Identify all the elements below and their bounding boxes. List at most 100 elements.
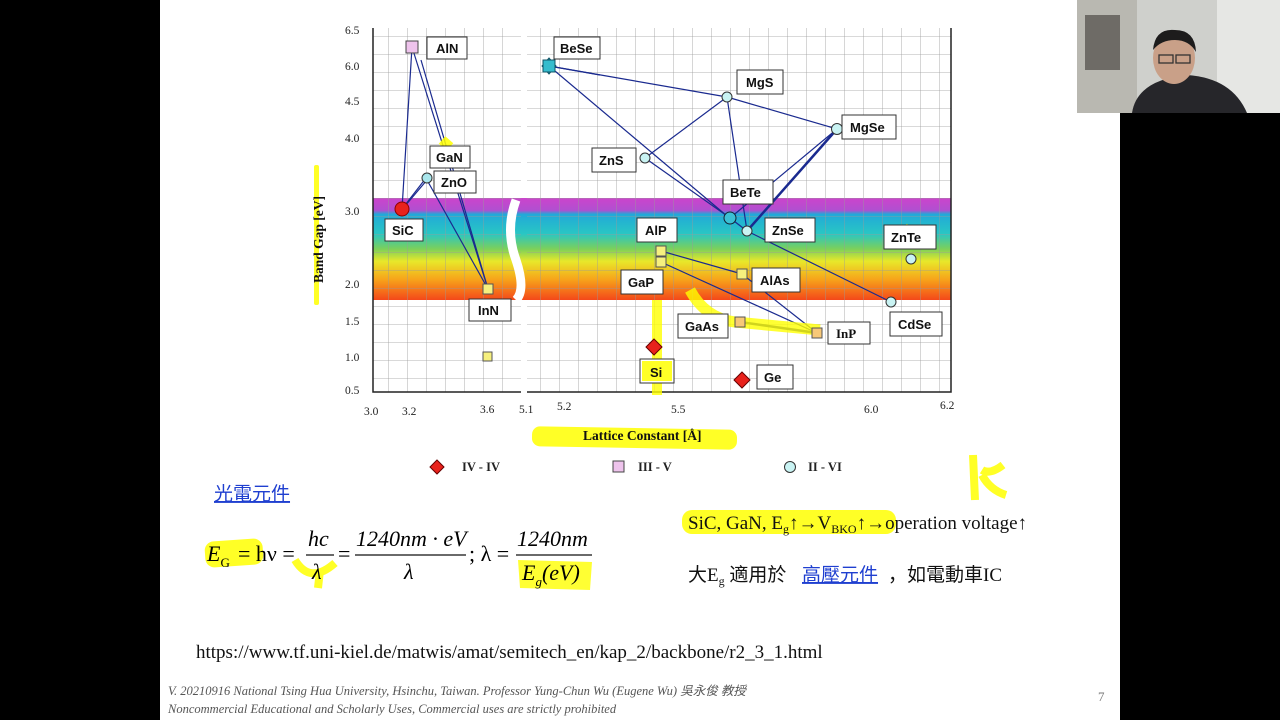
label-GaN: GaN bbox=[429, 145, 471, 169]
svg-text:，如電動車IC: ，如電動車IC bbox=[888, 564, 1002, 586]
svg-text:InP: InP bbox=[836, 326, 856, 341]
x-tick: 5.2 bbox=[557, 401, 572, 413]
formula-num2: 1240nm bbox=[517, 526, 588, 551]
x-tick: 5.1 bbox=[519, 404, 534, 416]
marker-Ge bbox=[733, 371, 751, 389]
high-voltage-link[interactable]: 高壓元件 bbox=[802, 564, 878, 586]
label-AlN: AlN bbox=[426, 36, 468, 60]
svg-text:GaP: GaP bbox=[628, 275, 654, 290]
marker-MgSe bbox=[831, 123, 843, 135]
legend-label-iv-iv: IV - IV bbox=[462, 460, 500, 474]
person-face bbox=[1153, 32, 1195, 84]
y-axis-title: Band Gap [eV] bbox=[311, 196, 326, 283]
svg-text:大Eg 適用於: 大Eg 適用於 bbox=[688, 564, 786, 588]
marker-CdSe bbox=[885, 296, 897, 308]
y-tick: 0.5 bbox=[345, 385, 360, 397]
y-tick: 6.5 bbox=[345, 25, 360, 37]
label-MgSe: MgSe bbox=[841, 114, 897, 140]
formula-den2: Eg(eV) bbox=[521, 560, 580, 589]
label-InP: InP bbox=[827, 321, 871, 345]
label-ZnS: ZnS bbox=[591, 147, 637, 173]
formula-den1: λ bbox=[403, 559, 414, 584]
formula-lambda: λ bbox=[311, 559, 322, 584]
label-GaAs: GaAs bbox=[677, 313, 729, 339]
marker-BeTe bbox=[723, 211, 737, 225]
svg-text:AlP: AlP bbox=[645, 223, 667, 238]
label-MgS: MgS bbox=[736, 69, 784, 95]
formula-num1: 1240nm · eV bbox=[356, 526, 469, 551]
label-InN: InN bbox=[468, 298, 512, 322]
label-AlAs: AlAs bbox=[751, 267, 801, 293]
x-tick: 5.5 bbox=[671, 404, 686, 416]
footer-license: Noncommercial Educational and Scholarly … bbox=[167, 702, 617, 716]
formula-eg: EG bbox=[206, 541, 230, 570]
y-tick: 4.5 bbox=[345, 96, 360, 108]
svg-text:InN: InN bbox=[478, 303, 499, 318]
label-ZnTe: ZnTe bbox=[883, 224, 937, 250]
note-high-voltage: 大Eg 適用於 高壓元件 ，如電動車IC bbox=[688, 564, 1002, 588]
svg-text:ZnTe: ZnTe bbox=[891, 230, 921, 245]
svg-text:BeTe: BeTe bbox=[730, 185, 761, 200]
legend-marker-iii-v bbox=[612, 460, 625, 473]
heading-link[interactable]: 光電元件 bbox=[214, 483, 290, 505]
svg-text:MgSe: MgSe bbox=[850, 120, 885, 135]
formula-semicolon: ; λ = bbox=[469, 541, 509, 566]
svg-text:GaAs: GaAs bbox=[685, 319, 719, 334]
person-body bbox=[1132, 75, 1247, 113]
label-GaP: GaP bbox=[620, 269, 664, 295]
legend-label-iii-v: III - V bbox=[638, 460, 672, 474]
marker-Si bbox=[645, 338, 663, 356]
label-SiC: SiC bbox=[384, 218, 424, 242]
legend-marker-iv-iv bbox=[429, 459, 445, 475]
svg-text:Ge: Ge bbox=[764, 370, 781, 385]
x-tick: 3.6 bbox=[480, 404, 495, 416]
label-CdSe: CdSe bbox=[889, 311, 943, 337]
svg-text:AlAs: AlAs bbox=[760, 273, 790, 288]
y-tick: 6.0 bbox=[345, 61, 360, 73]
slide: 6.5 6.0 4.5 4.0 3.0 2.0 1.5 1.0 0.5 3.0 … bbox=[160, 0, 1120, 720]
svg-text:ZnSe: ZnSe bbox=[772, 223, 804, 238]
svg-text:GaN: GaN bbox=[436, 150, 463, 165]
marker-InN-2 bbox=[482, 351, 493, 362]
y-tick: 1.0 bbox=[345, 352, 360, 364]
marker-AlP bbox=[655, 245, 667, 257]
axis-break bbox=[506, 198, 526, 304]
x-tick: 6.2 bbox=[940, 400, 955, 412]
svg-text:SiC: SiC bbox=[392, 223, 414, 238]
label-ZnO: ZnO bbox=[433, 170, 477, 194]
y-tick: 1.5 bbox=[345, 316, 360, 328]
webcam-video bbox=[1077, 0, 1280, 113]
svg-text:ZnO: ZnO bbox=[441, 175, 467, 190]
svg-text:BeSe: BeSe bbox=[560, 41, 593, 56]
y-tick: 4.0 bbox=[345, 133, 360, 145]
svg-text:AlN: AlN bbox=[436, 41, 458, 56]
formula-hc: hc bbox=[308, 526, 329, 551]
label-AlP: AlP bbox=[636, 217, 678, 243]
label-Si: Si bbox=[639, 358, 675, 384]
marker-SiC bbox=[394, 201, 410, 217]
marker-ZnTe bbox=[905, 253, 917, 265]
x-tick: 3.0 bbox=[364, 406, 379, 418]
note-voltage: SiC, GaN, Eg↑→VBKO↑→operation voltage↑ bbox=[682, 454, 1027, 536]
x-axis-title: Lattice Constant [Å] bbox=[583, 428, 701, 443]
marker-MgS bbox=[721, 91, 733, 103]
bandgap-formula: EG = hν = hc λ = 1240nm · eV λ ; λ = 124… bbox=[204, 526, 592, 590]
marker-AlAs bbox=[736, 268, 748, 280]
label-BeTe: BeTe bbox=[722, 179, 774, 205]
data-markers bbox=[394, 40, 917, 389]
label-ZnSe: ZnSe bbox=[764, 217, 816, 243]
legend-marker-ii-vi bbox=[784, 461, 796, 473]
marker-InN bbox=[482, 283, 494, 295]
y-tick: 3.0 bbox=[345, 206, 360, 218]
svg-text:MgS: MgS bbox=[746, 75, 774, 90]
marker-ZnSe bbox=[741, 225, 753, 237]
band-gap-chart: 6.5 6.0 4.5 4.0 3.0 2.0 1.5 1.0 0.5 3.0 … bbox=[167, 25, 1105, 716]
marker-BeSe-square bbox=[542, 59, 556, 73]
label-BeSe: BeSe bbox=[553, 36, 601, 60]
y-axis-ticks: 6.5 6.0 4.5 4.0 3.0 2.0 1.5 1.0 0.5 bbox=[345, 25, 360, 397]
marker-ZnO bbox=[421, 172, 433, 184]
legend-label-ii-vi: II - VI bbox=[808, 460, 842, 474]
marker-GaAs bbox=[734, 316, 746, 328]
y-tick: 2.0 bbox=[345, 279, 360, 291]
formula-eq1: = hν = bbox=[238, 541, 295, 566]
